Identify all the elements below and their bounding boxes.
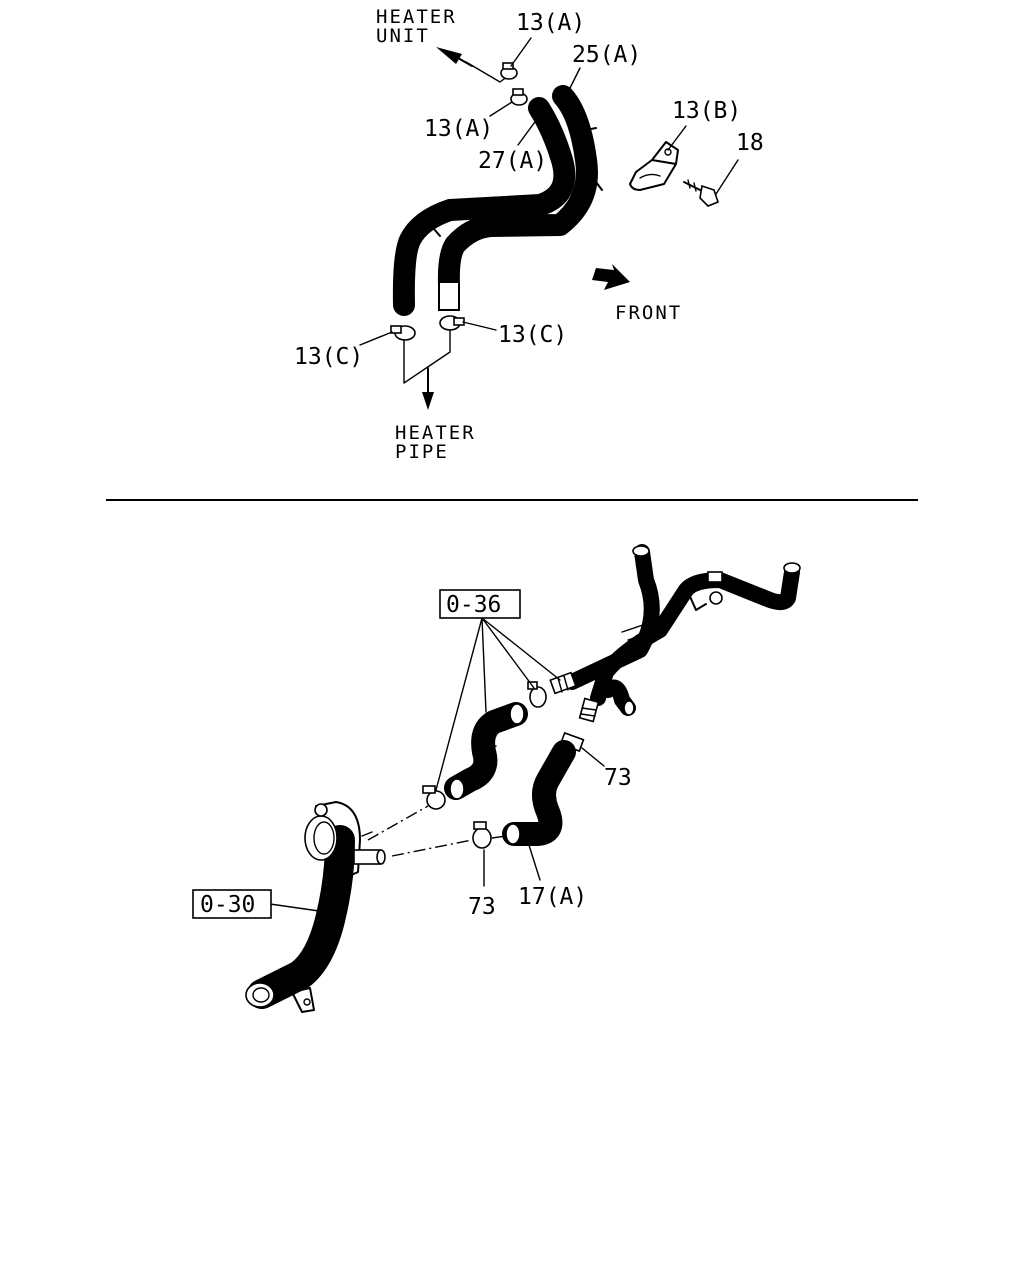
small-elbow bbox=[600, 679, 636, 716]
callout-13a-mid: 13(A) bbox=[424, 116, 493, 142]
hose-sleeves bbox=[427, 127, 603, 237]
water-outlet-pipe bbox=[245, 801, 386, 1013]
clamp-73-lower bbox=[472, 821, 492, 849]
upper-leader-lines bbox=[359, 37, 739, 346]
lower-leader-lines bbox=[269, 617, 605, 913]
clamp-13c-right bbox=[439, 315, 465, 331]
callout-73-right: 73 bbox=[604, 765, 632, 791]
callout-13b: 13(B) bbox=[672, 98, 741, 124]
front-label: FRONT bbox=[615, 302, 682, 324]
pipe-spigot-bottom bbox=[578, 697, 600, 723]
hose-17a bbox=[502, 740, 576, 846]
bracket-13b bbox=[629, 141, 679, 191]
callout-18: 18 bbox=[736, 130, 764, 156]
pipe-spigot-left bbox=[549, 671, 577, 695]
callout-27a: 27(A) bbox=[478, 148, 547, 174]
upper-assembly: HEATER UNIT 13(A) 25(A) 13(A) 27(A) 13(B… bbox=[294, 6, 764, 463]
callout-17a: 17(A) bbox=[518, 884, 587, 910]
heater-unit-label-line1: HEATER bbox=[376, 6, 457, 28]
long-heater-pipe bbox=[564, 544, 801, 706]
ref-0-30-label: 0-30 bbox=[200, 892, 255, 918]
clamp-13a-mid bbox=[510, 88, 528, 106]
callout-13c-left: 13(C) bbox=[294, 344, 363, 370]
callout-13c-right: 13(C) bbox=[498, 322, 567, 348]
ref-box-0-30: 0-30 bbox=[192, 889, 272, 919]
heater-pipe-arrow bbox=[403, 329, 451, 410]
connection-lines bbox=[367, 805, 507, 857]
callout-13a-top: 13(A) bbox=[516, 10, 585, 36]
front-arrow bbox=[592, 264, 630, 290]
hose-27a bbox=[392, 97, 576, 316]
ref-box-0-36: 0-36 bbox=[439, 589, 521, 619]
hose-upper-center bbox=[444, 702, 528, 800]
clamp-13a-top bbox=[500, 62, 518, 80]
heater-unit-label-line2: UNIT bbox=[376, 25, 430, 47]
callout-25a: 25(A) bbox=[572, 42, 641, 68]
callout-73-bottom: 73 bbox=[468, 894, 496, 920]
hose-25a bbox=[437, 85, 598, 311]
clamp-0-36-a bbox=[527, 681, 547, 708]
clamp-0-36-b bbox=[422, 785, 446, 810]
heater-pipe-label-line2: PIPE bbox=[395, 441, 449, 463]
clamp-13c-left bbox=[390, 325, 416, 341]
heater-pipe-label-line1: HEATER bbox=[395, 422, 476, 444]
ref-0-36-label: 0-36 bbox=[446, 592, 501, 618]
lower-assembly: 0-36 0-30 73 73 17(A) bbox=[192, 544, 801, 1013]
bolt-18 bbox=[683, 179, 719, 207]
